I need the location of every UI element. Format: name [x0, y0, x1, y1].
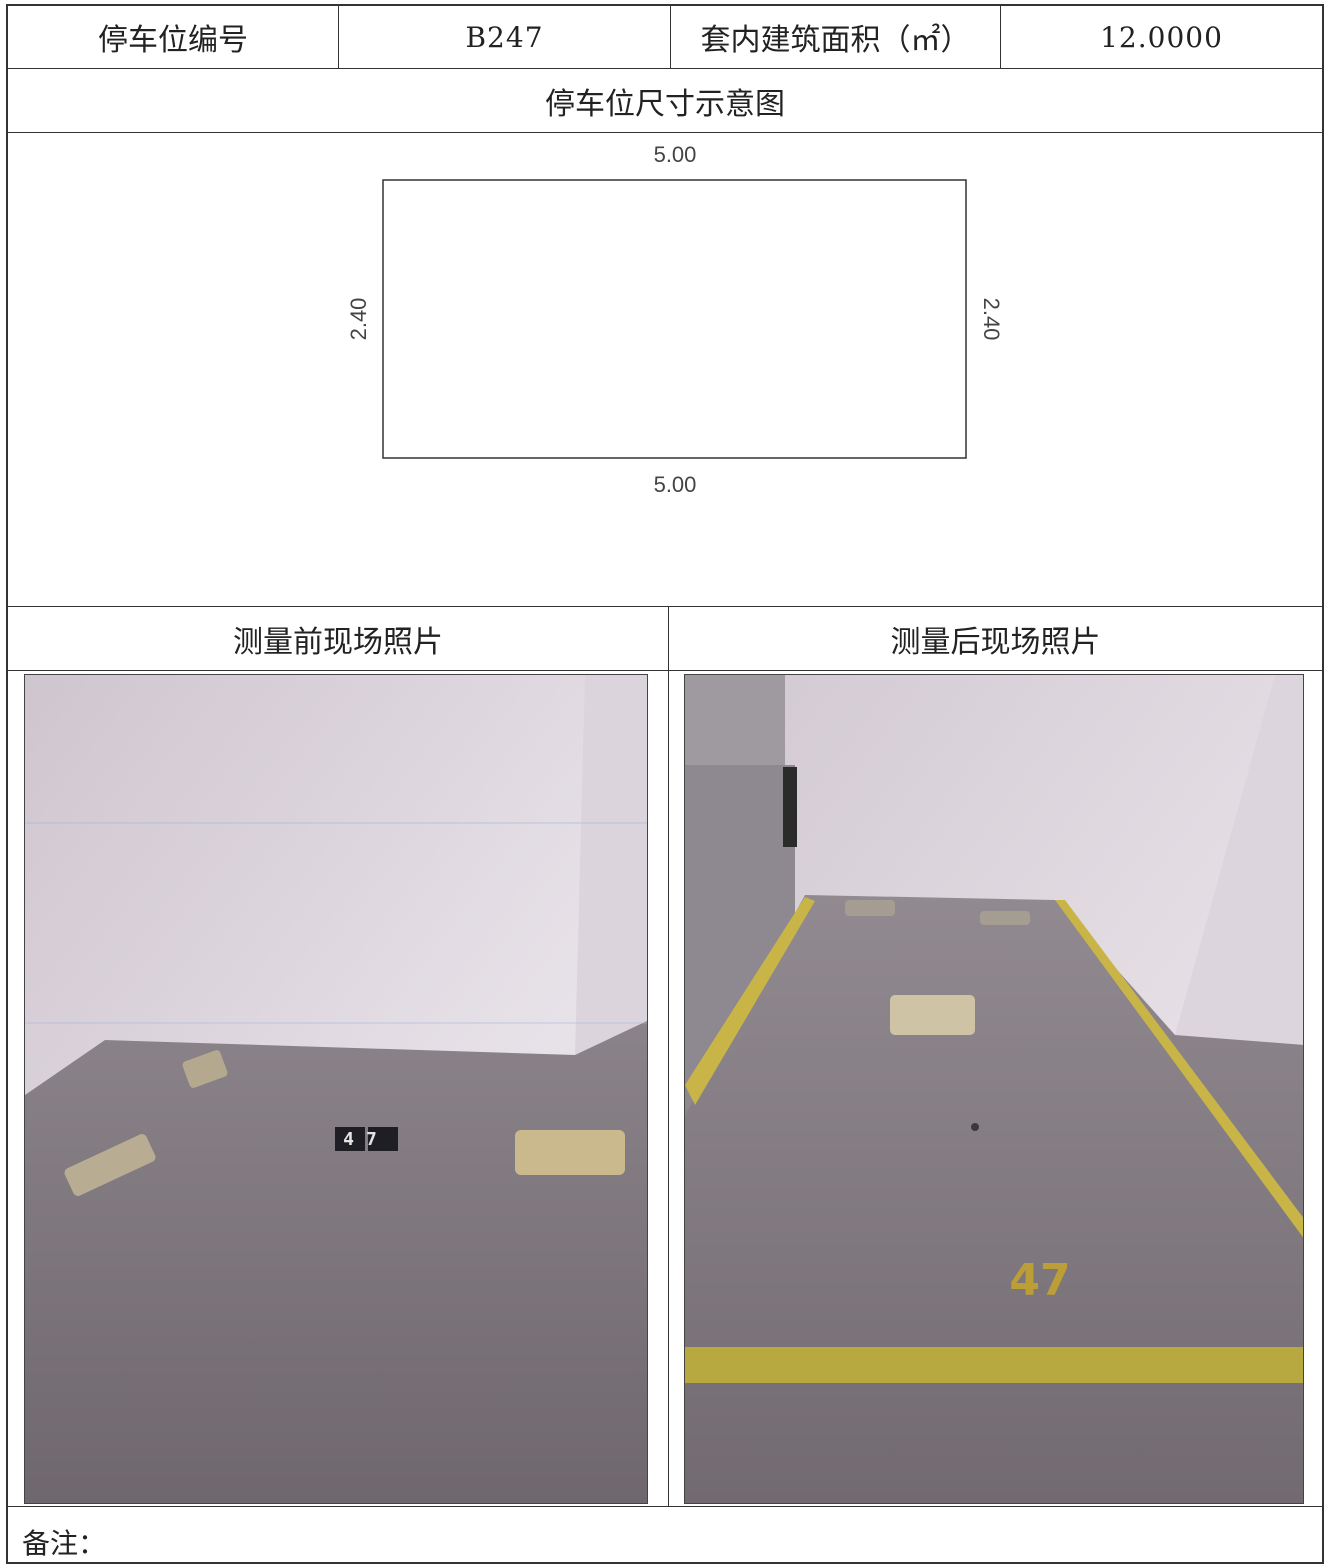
diagram-title: 停车位尺寸示意图 [545, 86, 785, 122]
row-divider [8, 670, 1322, 671]
row-divider [8, 132, 1322, 133]
column-divider [670, 6, 671, 68]
right-width-label: 2.40 [979, 298, 1004, 341]
area-label: 套内建筑面积（㎡） [700, 23, 971, 58]
before-photo-label: 测量前现场照片 [233, 624, 443, 660]
remark-label: 备注： [22, 1527, 107, 1560]
painted-space-number: 47 [1009, 1255, 1070, 1306]
row-divider [8, 606, 1322, 607]
left-width-label: 2.40 [346, 298, 371, 341]
space-number-label: 停车位编号 [98, 23, 248, 58]
space-number-marker: 47 [335, 1127, 398, 1151]
top-length-label: 5.00 [654, 142, 697, 167]
parking-space-record-sheet: 停车位编号 B247 套内建筑面积（㎡） 12.0000 停车位尺寸示意图 5.… [6, 4, 1324, 1564]
area-value: 12.0000 [1100, 20, 1223, 54]
column-divider [338, 6, 339, 68]
row-divider [8, 1506, 1322, 1507]
bottom-length-label: 5.00 [654, 472, 697, 497]
parking-space-outline [382, 179, 967, 459]
column-divider [668, 606, 669, 1506]
space-number-value: B247 [465, 20, 544, 54]
after-photo-label: 测量后现场照片 [890, 624, 1101, 660]
column-divider [1000, 6, 1001, 68]
after-measurement-photo: 47 [684, 674, 1304, 1504]
parking-space-dimension-diagram: 5.00 5.00 2.40 2.40 [346, 142, 1004, 497]
before-measurement-photo: 47 [24, 674, 648, 1504]
row-divider [8, 68, 1322, 69]
svg-text:47: 47 [343, 1129, 389, 1150]
